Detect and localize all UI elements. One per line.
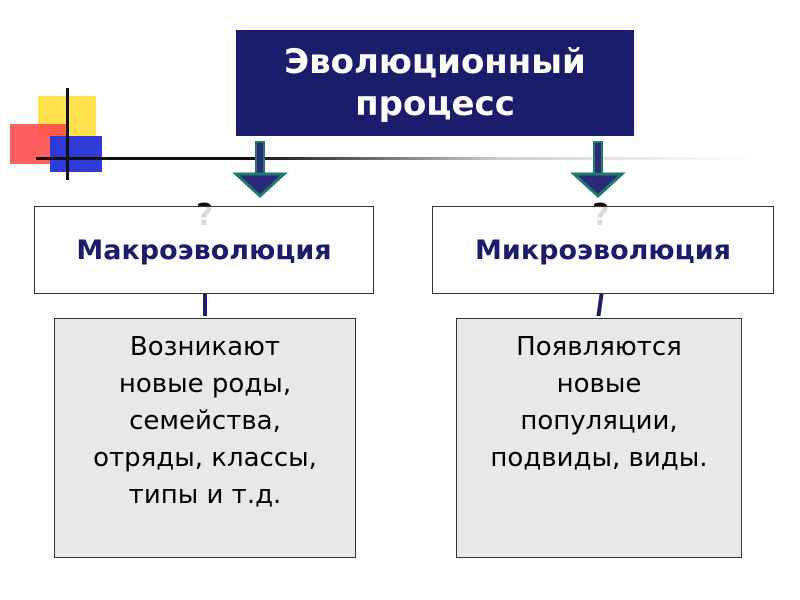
- microevolution-description-box: Появляются новые популяции, подвиды, вид…: [456, 318, 742, 558]
- macroevolution-box: Макроэволюция: [34, 206, 374, 294]
- microevolution-label: Микроэволюция: [475, 234, 731, 266]
- macroevolution-label: Макроэволюция: [76, 234, 332, 266]
- microevolution-description: Появляются новые популяции, подвиды, вид…: [490, 332, 708, 473]
- title-box: Эволюционный процесс: [236, 30, 634, 136]
- arrow-down-right: [570, 141, 626, 199]
- macroevolution-description-box: Возникают новые роды, семейства, отряды,…: [54, 318, 356, 558]
- microevolution-box: Микроэволюция: [432, 206, 774, 294]
- decor-horizontal-line: [36, 157, 756, 160]
- macroevolution-description: Возникают новые роды, семейства, отряды,…: [93, 332, 317, 510]
- connector-right: [596, 294, 604, 316]
- decor-blue-square: [50, 136, 102, 172]
- decor-vertical-line: [66, 88, 69, 180]
- diagram-title: Эволюционный процесс: [284, 42, 586, 124]
- arrow-down-left: [232, 141, 288, 199]
- connector-left: [203, 294, 207, 316]
